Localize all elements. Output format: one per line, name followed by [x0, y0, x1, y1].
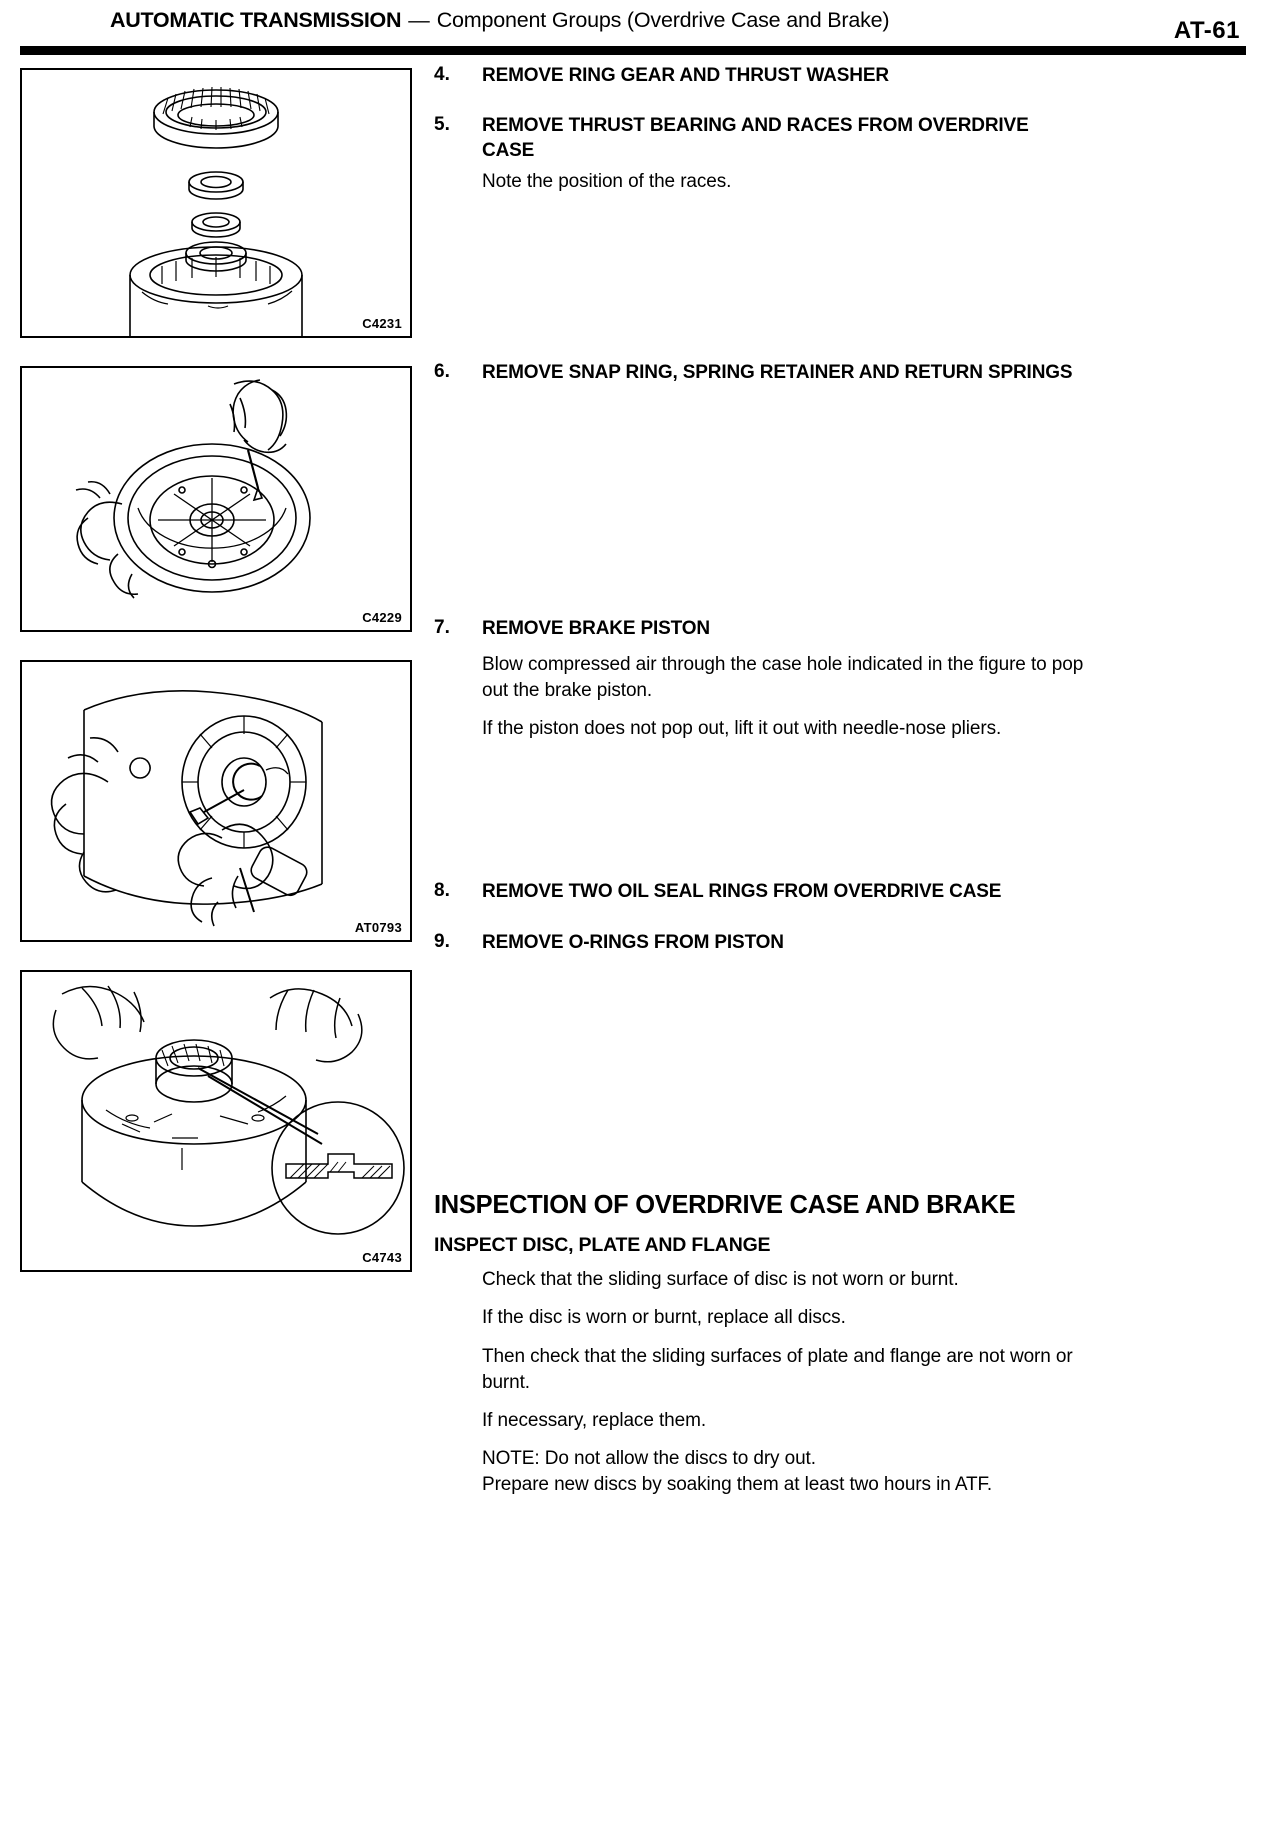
header-dash: —: [408, 8, 430, 32]
figure-code: C4231: [362, 316, 402, 331]
inspection-heading: INSPECTION OF OVERDRIVE CASE AND BRAKE: [434, 1191, 1016, 1220]
step-5: 5. REMOVE THRUST BEARING AND RACES FROM …: [434, 114, 1246, 163]
spacer: [434, 754, 1246, 880]
header-rule: [20, 46, 1246, 55]
figure-column: C4231: [20, 68, 412, 1300]
header-subtitle: Component Groups (Overdrive Case and Bra…: [436, 8, 890, 32]
figure-code: C4743: [362, 1250, 402, 1265]
brake-piston-illustration: [50, 690, 323, 927]
oil-seal-rings-illustration: [52, 985, 405, 1235]
step-title: REMOVE TWO OIL SEAL RINGS FROM OVERDRIVE…: [482, 881, 1002, 903]
step-7-paragraph-2: If the piston does not pop out, lift it …: [482, 718, 1002, 740]
spacer: [434, 923, 1246, 931]
figure-snap-ring: C4229: [20, 366, 412, 632]
step-title: REMOVE THRUST BEARING AND RACES FROM OVE…: [482, 115, 1029, 161]
inspection-paragraph: If the disc is worn or burnt, replace al…: [482, 1307, 846, 1329]
page-header: AUTOMATIC TRANSMISSION — Component Group…: [0, 8, 1280, 54]
step-title: REMOVE RING GEAR AND THRUST WASHER: [482, 65, 889, 86]
figure-code: C4229: [362, 610, 402, 625]
figure-ring-gear: C4231: [20, 68, 412, 338]
step-7: 7. REMOVE BRAKE PISTON: [434, 617, 1246, 641]
step-number: 4.: [434, 64, 450, 85]
step-number: 8.: [434, 880, 450, 902]
step-number: 7.: [434, 617, 450, 639]
spacer: [434, 207, 1246, 361]
step-7-paragraph-1: Blow compressed air through the case hol…: [482, 653, 1084, 701]
spacer: [434, 403, 1246, 617]
step-8: 8. REMOVE TWO OIL SEAL RINGS FROM OVERDR…: [434, 880, 1246, 904]
page-number: AT-61: [1173, 17, 1240, 44]
inspection-note: NOTE: Do not allow the discs to dry out.…: [482, 1448, 993, 1496]
spacer: [434, 973, 1246, 1191]
inspection-subheading: INSPECT DISC, PLATE AND FLANGE: [434, 1234, 771, 1257]
figure-brake-piston: AT0793: [20, 660, 412, 942]
step-number: 5.: [434, 114, 450, 136]
spacer: [434, 106, 1246, 114]
instruction-column: 4. REMOVE RING GEAR AND THRUST WASHER 5.…: [434, 64, 1246, 1511]
step-5-note: Note the position of the races.: [482, 170, 732, 192]
step-title: REMOVE SNAP RING, SPRING RETAINER AND RE…: [482, 362, 1073, 384]
inspection-paragraph: Check that the sliding surface of disc i…: [482, 1269, 959, 1291]
step-4: 4. REMOVE RING GEAR AND THRUST WASHER: [434, 64, 1246, 88]
step-title: REMOVE O-RINGS FROM PISTON: [482, 931, 784, 953]
inspection-paragraph: If necessary, replace them.: [482, 1409, 706, 1431]
step-title: REMOVE BRAKE PISTON: [482, 618, 710, 640]
figure-oil-seal-rings: C4743: [20, 970, 412, 1272]
step-6: 6. REMOVE SNAP RING, SPRING RETAINER AND…: [434, 361, 1246, 385]
snap-ring-illustration: [75, 379, 311, 599]
step-number: 6.: [434, 361, 450, 383]
figure-code: AT0793: [354, 920, 402, 935]
page-title: AUTOMATIC TRANSMISSION: [110, 8, 402, 32]
ring-gear-illustration: [129, 86, 303, 336]
step-9: 9. REMOVE O-RINGS FROM PISTON: [434, 931, 1246, 955]
step-number: 9.: [434, 930, 450, 952]
inspection-paragraph: Then check that the sliding surfaces of …: [482, 1345, 1073, 1393]
